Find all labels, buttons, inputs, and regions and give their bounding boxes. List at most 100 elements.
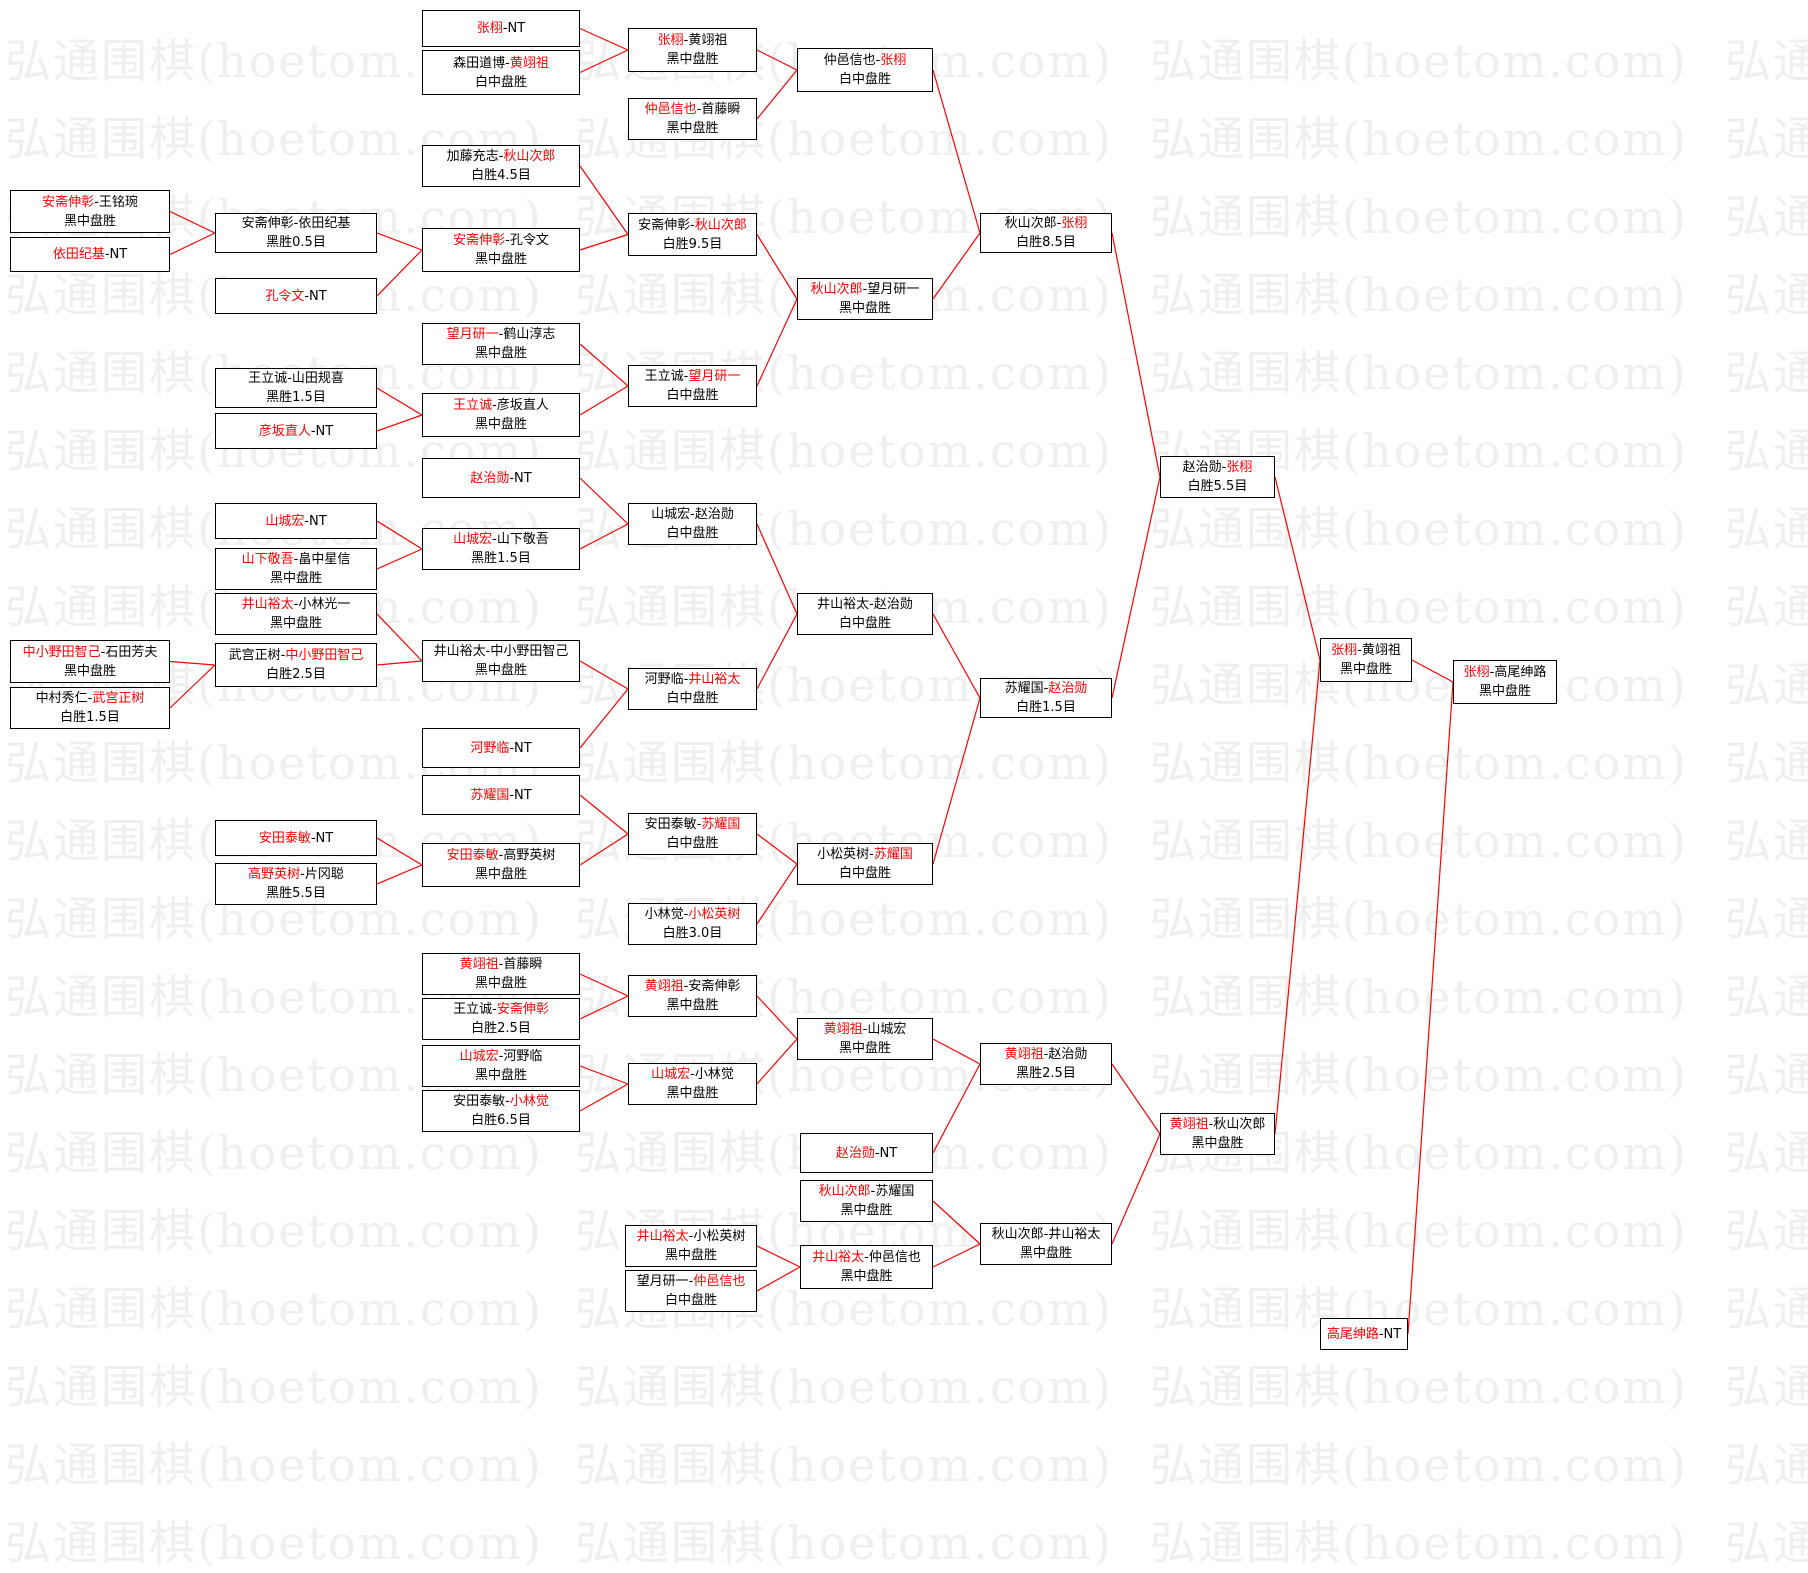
winner-name: 秋山次郎 — [503, 149, 556, 164]
match-result: 白胜5.5目 — [1187, 479, 1248, 494]
match-players: 秋山次郎-井山裕太 — [992, 1225, 1101, 1244]
match-players: 张栩-NT — [477, 19, 525, 38]
match-box-a15: 山城宏-河野临黑中盘胜 — [422, 1045, 580, 1087]
bracket-edge — [579, 477, 629, 525]
player-name: -NT — [874, 1145, 898, 1161]
match-box-l3: 中小野田智己-石田芳夫黑中盘胜 — [10, 640, 170, 683]
match-box-e1: 赵治勋-张栩白胜5.5目 — [1160, 456, 1275, 498]
watermark-text: 弘通围棋(hoetom.com) — [1150, 970, 1688, 1024]
watermark-text: 弘通围棋(hoetom.com) — [1725, 190, 1808, 244]
bracket-edge — [1274, 659, 1321, 1135]
bracket-edge — [376, 613, 423, 662]
match-box-l2: 依田纪基-NT — [10, 237, 170, 272]
match-result: 黑胜5.5目 — [266, 886, 326, 901]
winner-name: 小松英树 — [688, 907, 741, 922]
match-players: 赵治勋-NT — [470, 469, 531, 488]
winner-name: 张栩 — [476, 21, 503, 36]
winner-name: 山城宏 — [453, 532, 493, 547]
winner-name: 黄翊祖 — [823, 1022, 863, 1037]
watermark-text: 弘通围棋(hoetom.com) — [1725, 1516, 1808, 1570]
match-box-b11: 赵治勋-NT — [800, 1133, 933, 1173]
watermark-text: 弘通围棋(hoetom.com) — [5, 1126, 543, 1180]
bracket-edge — [579, 233, 629, 251]
match-box-m4: 彦坂直人-NT — [215, 413, 377, 449]
match-players: 黄翊祖-安斋伸彰 — [645, 977, 741, 996]
winner-name: 彦坂直人 — [258, 423, 311, 439]
watermark-text: 弘通围棋(hoetom.com) — [1725, 502, 1808, 556]
match-result: 黑中盘胜 — [840, 1269, 893, 1284]
winner-name: 山城宏 — [651, 1067, 691, 1082]
match-box-b13: 井山裕太-仲邑信也黑中盘胜 — [800, 1245, 933, 1289]
watermark-text: 弘通围棋(hoetom.com) — [1150, 1048, 1688, 1102]
winner-name: 秋山次郎 — [694, 217, 747, 233]
match-result: 白胜1.5目 — [60, 710, 120, 725]
match-players: 中小野田智己-石田芳夫 — [23, 643, 158, 662]
watermark-text: 弘通围棋(hoetom.com) — [1150, 502, 1688, 556]
match-players: 山城宏-山下敬吾 — [453, 530, 549, 549]
winner-name: 张栩 — [880, 53, 907, 68]
player-name: -山城宏 — [862, 1022, 907, 1037]
watermark-text: 弘通围棋(hoetom.com) — [575, 424, 1113, 478]
player-name: 安田泰敏- — [453, 1094, 510, 1109]
watermark-text: 弘通围棋(hoetom.com) — [1725, 1126, 1808, 1180]
watermark-text: 弘通围棋(hoetom.com) — [5, 1516, 543, 1570]
player-name: 加藤充志- — [446, 149, 504, 164]
match-players: 安斋伸彰-秋山次郎 — [638, 216, 747, 235]
watermark-text: 弘通围棋(hoetom.com) — [575, 1438, 1113, 1492]
match-box-a11: 苏耀国-NT — [422, 775, 580, 815]
watermark-text: 弘通围棋(hoetom.com) — [1150, 112, 1688, 166]
match-players: 王立诚-安斋伸彰 — [453, 1000, 549, 1019]
player-name: -NT — [310, 830, 334, 846]
match-box-d1: 秋山次郎-张栩白胜8.5目 — [980, 213, 1112, 253]
watermark-text: 弘通围棋(hoetom.com) — [1725, 658, 1808, 712]
player-name: -赵治勋 — [1043, 1047, 1088, 1062]
bracket-edge — [932, 1243, 981, 1268]
match-box-m10: 高野英树-片冈聪黑胜5.5目 — [215, 863, 377, 905]
match-result: 白中盘胜 — [666, 388, 719, 403]
match-result: 黑中盘胜 — [63, 663, 116, 679]
match-box-a10: 河野临-NT — [422, 728, 580, 768]
match-box-l4: 中村秀仁-武宫正树白胜1.5目 — [10, 687, 170, 729]
match-result: 白胜6.5目 — [471, 1113, 531, 1128]
bracket-edge — [1411, 659, 1454, 683]
watermark-text: 弘通围棋(hoetom.com) — [1725, 112, 1808, 166]
match-result: 黑中盘胜 — [666, 1086, 719, 1101]
player-name: 秋山次郎- — [1004, 216, 1062, 231]
match-box-a9: 井山裕太-中小野田智己黑中盘胜 — [422, 640, 580, 682]
winner-name: 仲邑信也 — [693, 1274, 746, 1289]
match-result: 黑胜2.5目 — [1016, 1066, 1076, 1081]
watermark-text: 弘通围棋(hoetom.com) — [1725, 424, 1808, 478]
match-box-b10: 山城宏-小林觉黑中盘胜 — [628, 1063, 757, 1105]
match-result: 黑中盘胜 — [474, 867, 527, 882]
match-result: 黑中盘胜 — [838, 1041, 891, 1056]
match-box-d2: 苏耀国-赵治勋白胜1.5目 — [980, 678, 1112, 718]
bracket-edge — [756, 298, 798, 387]
bracket-edge — [932, 613, 981, 699]
match-box-a8: 山城宏-山下敬吾黑胜1.5目 — [422, 528, 580, 570]
bracket-edge — [756, 523, 798, 615]
watermark-text: 弘通围棋(hoetom.com) — [1725, 580, 1808, 634]
match-players: 山城宏-赵治勋 — [651, 505, 734, 524]
match-box-a17: 井山裕太-小松英树黑中盘胜 — [625, 1225, 757, 1267]
match-players: 彦坂直人-NT — [259, 422, 333, 441]
match-box-d4: 秋山次郎-井山裕太黑中盘胜 — [980, 1223, 1112, 1265]
bracket-edge — [169, 210, 216, 234]
winner-name: 中小野田智己 — [22, 644, 101, 660]
match-result: 白中盘胜 — [666, 836, 719, 851]
bracket-edge — [1111, 232, 1161, 478]
bracket-edge — [579, 1065, 629, 1085]
match-players: 安斋伸彰-孔令文 — [453, 231, 549, 250]
match-players: 小林觉-小松英树 — [645, 905, 741, 924]
match-result: 黑中盘胜 — [474, 976, 527, 991]
match-result: 黑胜0.5目 — [266, 235, 326, 250]
match-box-m6: 山下敬吾-畠中星信黑中盘胜 — [215, 548, 377, 590]
watermark-text: 弘通围棋(hoetom.com) — [1725, 1360, 1808, 1414]
match-result: 白中盘胜 — [664, 1293, 717, 1308]
player-name: -NT — [104, 247, 128, 262]
watermark-text: 弘通围棋(hoetom.com) — [1150, 1360, 1688, 1414]
match-result: 白胜9.5目 — [662, 236, 723, 252]
watermark-text: 弘通围棋(hoetom.com) — [1150, 190, 1688, 244]
match-box-b4: 王立诚-望月研一白中盘胜 — [628, 365, 757, 407]
match-box-m3: 王立诚-山田规喜黑胜1.5目 — [215, 368, 377, 408]
match-result: 黑中盘胜 — [269, 616, 322, 631]
